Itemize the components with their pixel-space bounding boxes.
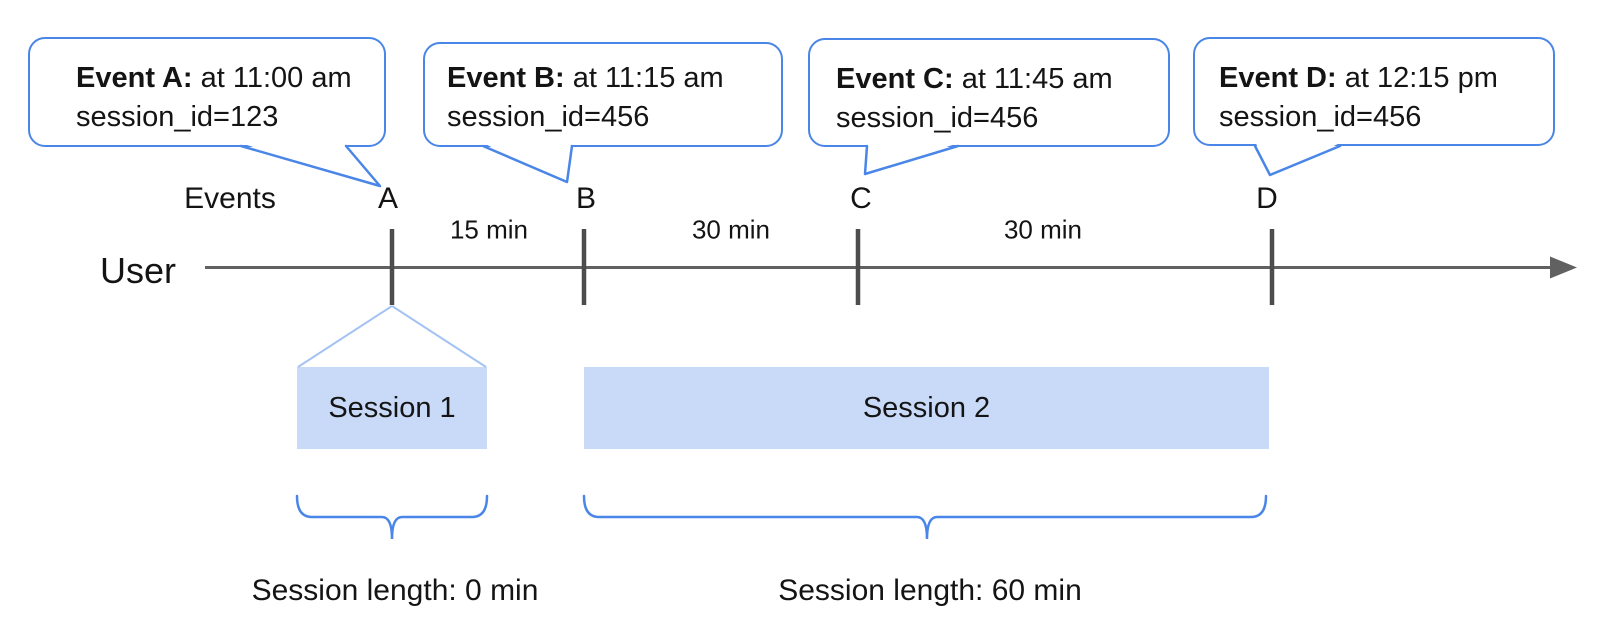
event-mark-d: D	[1256, 182, 1278, 215]
event-a-callout: Event A: at 11:00 am session_id=123	[28, 37, 386, 147]
event-b-callout-time: at 11:15 am	[572, 62, 724, 94]
interval-label-a-b: 15 min	[449, 214, 529, 245]
session-1-length-label: Session length: 0 min	[251, 574, 539, 607]
session-1-box: Session 1	[297, 367, 487, 449]
event-c-callout-tail	[865, 143, 957, 174]
timeline-arrowhead-icon	[1550, 256, 1577, 279]
event-b-callout: Event B: at 11:15 am session_id=456	[423, 42, 783, 147]
session-2-box: Session 2	[584, 367, 1269, 449]
event-c-callout-title: Event C:	[836, 63, 954, 95]
event-d-callout-tail	[1256, 143, 1339, 175]
event-a-callout-title: Event A:	[76, 62, 193, 94]
event-b-callout-session-id: session_id=456	[447, 101, 650, 133]
event-c-callout-time: at 11:45 am	[961, 63, 1113, 95]
event-d-callout: Event D: at 12:15 pm session_id=456	[1193, 37, 1555, 146]
interval-label-b-c: 30 min	[691, 214, 771, 245]
event-a-callout-time: at 11:00 am	[200, 62, 352, 94]
event-a-callout-session-id: session_id=123	[76, 101, 279, 133]
interval-label-c-d: 30 min	[1003, 214, 1083, 245]
event-a-callout-tail-outline	[239, 144, 382, 188]
user-axis-label: User	[99, 250, 177, 291]
event-d-callout-session-id: session_id=456	[1219, 101, 1422, 133]
event-c-callout: Event C: at 11:45 am session_id=456	[808, 38, 1170, 147]
event-d-callout-line1: Event D: at 12:15 pm	[1219, 59, 1545, 98]
event-mark-c: C	[850, 182, 872, 215]
event-b-callout-title: Event B:	[447, 62, 565, 94]
event-mark-a: A	[377, 182, 399, 215]
event-d-callout-tail-outline	[1253, 144, 1342, 177]
event-d-callout-time: at 12:15 pm	[1344, 62, 1498, 94]
event-c-callout-tail-outline	[863, 144, 960, 176]
session-1-funnel	[297, 305, 487, 368]
event-a-callout-tail	[242, 143, 380, 186]
session-1-brace	[295, 494, 489, 540]
event-b-callout-line1: Event B: at 11:15 am	[447, 59, 773, 98]
event-b-callout-tail	[484, 143, 571, 182]
event-c-callout-line1: Event C: at 11:45 am	[836, 60, 1160, 99]
event-b-callout-tail-outline	[481, 144, 574, 184]
session-2-length-label: Session length: 60 min	[778, 574, 1082, 607]
event-mark-b: B	[575, 182, 597, 215]
event-a-callout-line1: Event A: at 11:00 am	[76, 59, 376, 98]
event-d-callout-title: Event D:	[1219, 62, 1337, 94]
events-axis-label: Events	[184, 182, 276, 215]
session-1-label: Session 1	[328, 391, 456, 424]
session-2-label: Session 2	[862, 391, 991, 424]
event-c-callout-session-id: session_id=456	[836, 102, 1039, 134]
session-2-brace	[582, 494, 1268, 540]
